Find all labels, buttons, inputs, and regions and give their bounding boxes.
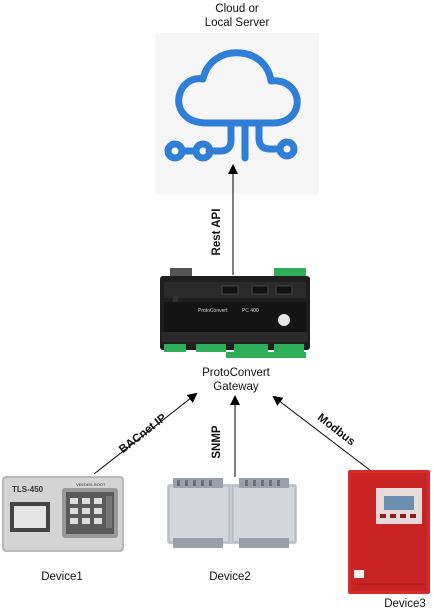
- server-label: Cloud or Local Server: [187, 2, 287, 30]
- gateway-model-text: PC 400: [242, 308, 259, 314]
- server-label-line1: Cloud or: [215, 3, 259, 15]
- device1-panel-brand: VEEDER-ROOT: [76, 482, 106, 487]
- cloud-network-icon: [164, 49, 301, 162]
- gateway-label-line2: Gateway: [213, 381, 259, 393]
- device1-image: TLS-450 VEEDER-ROOT: [2, 474, 124, 554]
- server-label-line2: Local Server: [204, 17, 270, 29]
- device3-label: Device3: [384, 598, 426, 610]
- gateway-label: ProtoConvert Gateway: [181, 366, 291, 394]
- modbus-arrow: [272, 395, 376, 475]
- snmp-label: SNMP: [211, 425, 223, 459]
- gateway-label-line1: ProtoConvert: [202, 367, 270, 379]
- rest-api-label: Rest API: [211, 208, 223, 256]
- device2-image: [167, 478, 297, 550]
- gateway-brand-text: ProtoConvert: [198, 308, 228, 314]
- device1-panel-text: TLS-450: [12, 485, 44, 494]
- device3-image: [348, 470, 430, 594]
- gateway-device: ProtoConvert PC 400: [156, 268, 314, 360]
- device1-label: Device1: [41, 571, 83, 583]
- bacnet-arrow: [93, 392, 198, 475]
- device2-label: Device2: [209, 571, 251, 583]
